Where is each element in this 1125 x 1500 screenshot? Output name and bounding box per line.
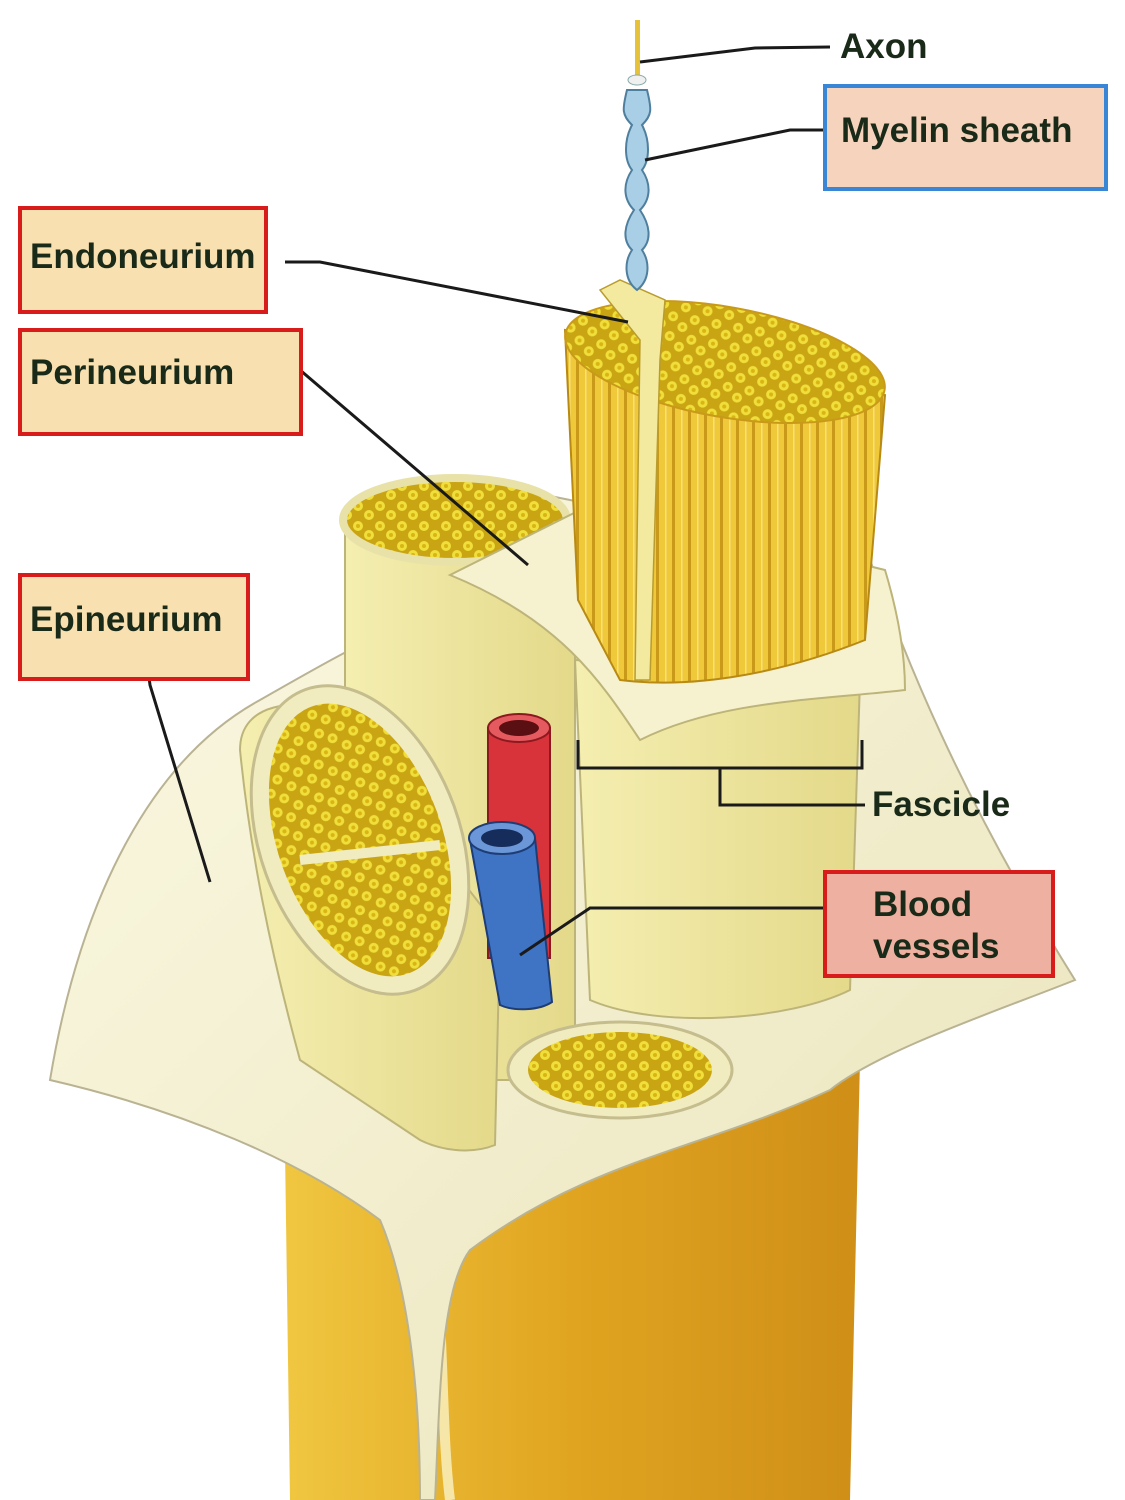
myelin-axon — [622, 89, 652, 292]
axon-label: Axon — [840, 27, 928, 66]
epineurium-label: Epineurium — [18, 573, 250, 681]
endoneurium-label: Endoneurium — [18, 206, 268, 314]
blood-vessels-line1: Blood — [873, 885, 973, 924]
fascicle-label: Fascicle — [872, 785, 1011, 824]
perineurium-label: Perineurium — [18, 328, 303, 436]
myelin-sheath-label: Myelin sheath — [823, 84, 1108, 191]
blood-vessels-line2: vessels — [873, 927, 1000, 966]
blood-vessels-label: Blood vessels — [823, 870, 1055, 978]
